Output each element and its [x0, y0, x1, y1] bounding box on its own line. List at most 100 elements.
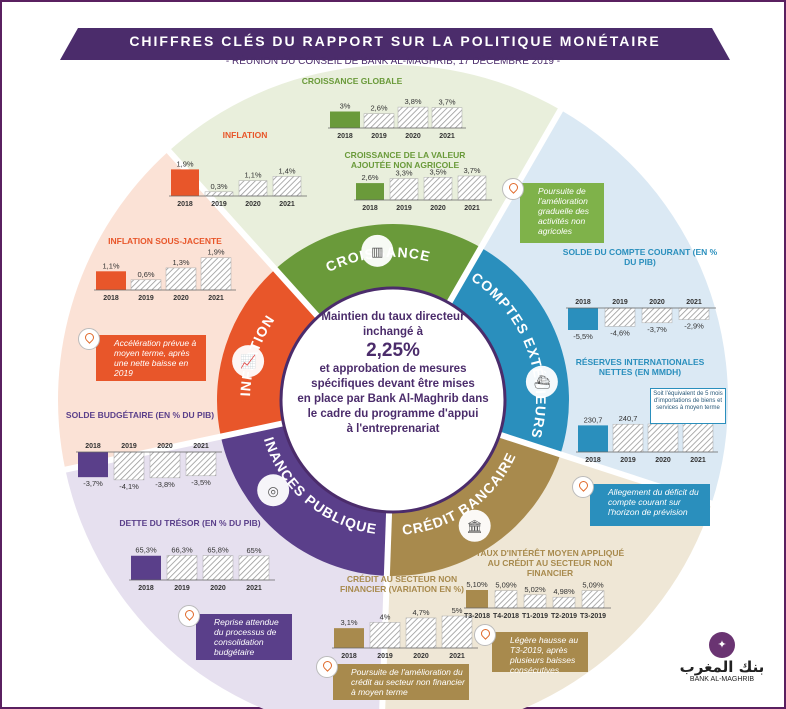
sector-divider	[442, 104, 566, 311]
bar	[423, 177, 453, 201]
chart-inflation-sous-jacente: INFLATION SOUS-JACENTE1,1%20180,6%20191,…	[94, 236, 236, 302]
note-inflation: Accélération prévue à moyen terme, après…	[96, 335, 206, 381]
sector-bg-inflation	[58, 151, 276, 470]
data-label: 5,09%	[495, 581, 517, 590]
bar	[431, 107, 463, 129]
data-label: 0,6%	[137, 270, 154, 279]
data-label: 1,3%	[172, 258, 189, 267]
bar	[581, 590, 605, 609]
bar	[165, 267, 197, 291]
category-label: T3-2018	[464, 613, 490, 620]
data-label: -4,1%	[119, 482, 139, 491]
data-label: 1,9%	[176, 159, 193, 168]
bar	[113, 451, 145, 481]
category-label: 2021	[208, 295, 224, 302]
bar	[130, 279, 162, 291]
category-label: 2020	[413, 653, 429, 660]
chart-croissance-globale: CROISSANCE GLOBALE3%20182,6%20193,8%2020…	[302, 76, 466, 140]
logo-latin: BANK AL-MAGHRIB	[689, 676, 755, 683]
svg-text:▥: ▥	[371, 245, 383, 260]
pin-icon	[502, 178, 524, 200]
data-label: 3,7%	[438, 98, 455, 107]
center-line-6: le cadre du programme d'appui	[307, 408, 479, 420]
chart-title: TAUX D'INTÉRÊT MOYEN APPLIQUÉ	[476, 547, 625, 558]
category-label: 2019	[377, 653, 393, 660]
category-label: 2019	[211, 201, 227, 208]
data-label: -3,7%	[83, 479, 103, 488]
category-label: 2018	[177, 201, 193, 208]
bar	[604, 307, 636, 327]
bar	[568, 308, 598, 330]
data-label: -3,5%	[191, 478, 211, 487]
category-label: 2019	[121, 443, 137, 450]
title-banner	[60, 28, 730, 60]
bar	[647, 423, 679, 453]
reserves-note: Soit l'équivalent de 5 mois d'importatio…	[650, 388, 726, 424]
chart-icon: 📈	[232, 345, 265, 378]
data-label: 3,3%	[395, 169, 412, 178]
pin-icon	[316, 656, 338, 678]
center-line-7: à l'entreprenariat	[346, 423, 440, 435]
data-label: 3%	[340, 102, 351, 111]
chart-title: SOLDE BUDGÉTAIRE (EN % DU PIB)	[66, 410, 214, 420]
data-label: 65,8%	[207, 546, 229, 555]
category-label: 2020	[157, 443, 173, 450]
note-croissance: Poursuite de l'amélioration graduelle de…	[520, 183, 604, 243]
chart-title: FINANCIER	[527, 568, 573, 578]
policy-rate: 2,25%	[366, 340, 420, 361]
bar	[78, 452, 108, 478]
category-label: 2019	[612, 299, 628, 306]
category-label: 2018	[138, 585, 154, 592]
category-label: 2019	[620, 457, 636, 464]
bank-logo: ✦ بنك المغرب BANK AL-MAGHRIB	[676, 632, 768, 692]
chart-title: AU CRÉDIT AU SECTEUR NON	[488, 558, 613, 568]
bar	[200, 257, 232, 291]
data-label: 4,98%	[553, 587, 575, 596]
category-label: 2021	[690, 457, 706, 464]
bar	[171, 169, 199, 196]
center-line-3: et approbation de mesures	[319, 363, 467, 375]
pin-icon	[572, 476, 594, 498]
category-label: 2021	[279, 201, 295, 208]
data-label: 5,10%	[466, 580, 488, 589]
pin-icon	[78, 328, 100, 350]
category-label: 2020	[210, 585, 226, 592]
bar	[466, 590, 488, 608]
note-finances: Reprise attendue du processus de consoli…	[196, 614, 292, 660]
data-label: 1,4%	[278, 166, 295, 175]
bar	[204, 191, 234, 197]
category-label: 2018	[362, 205, 378, 212]
data-label: 2,6%	[361, 173, 378, 182]
chart-title: RÉSERVES INTERNATIONALES	[576, 357, 705, 367]
coins-icon: ◎	[257, 474, 290, 507]
svg-text:🏛: 🏛	[466, 519, 483, 535]
category-label: 2020	[245, 201, 261, 208]
bar	[369, 622, 401, 649]
sector-band-finances-publiques	[220, 422, 390, 576]
bar	[552, 596, 576, 609]
data-label: 1,1%	[102, 261, 119, 270]
center-line-4: spécifiques devant être mises	[311, 378, 475, 390]
bar	[578, 425, 608, 452]
bar	[494, 590, 518, 609]
page-title: CHIFFRES CLÉS DU RAPPORT SUR LA POLITIQU…	[129, 33, 661, 49]
data-label: 3,1%	[340, 618, 357, 627]
pin-icon	[474, 624, 496, 646]
svg-text:⛴: ⛴	[534, 375, 551, 391]
bar	[457, 175, 487, 201]
chart-title: INFLATION	[223, 130, 268, 140]
category-label: 2018	[575, 299, 591, 306]
category-label: 2020	[405, 133, 421, 140]
data-label: -2,9%	[684, 322, 704, 331]
chart-title: FINANCIER (VARIATION EN %)	[340, 584, 464, 594]
data-label: 240,7	[619, 414, 638, 423]
center-line-1: Maintien du taux directeur	[321, 311, 465, 323]
bar	[238, 555, 270, 581]
data-label: 66,3%	[171, 545, 193, 554]
data-label: 2,6%	[370, 104, 387, 113]
bar	[523, 594, 547, 609]
chart-title: SOLDE DU COMPTE COURANT (EN %	[563, 247, 718, 257]
